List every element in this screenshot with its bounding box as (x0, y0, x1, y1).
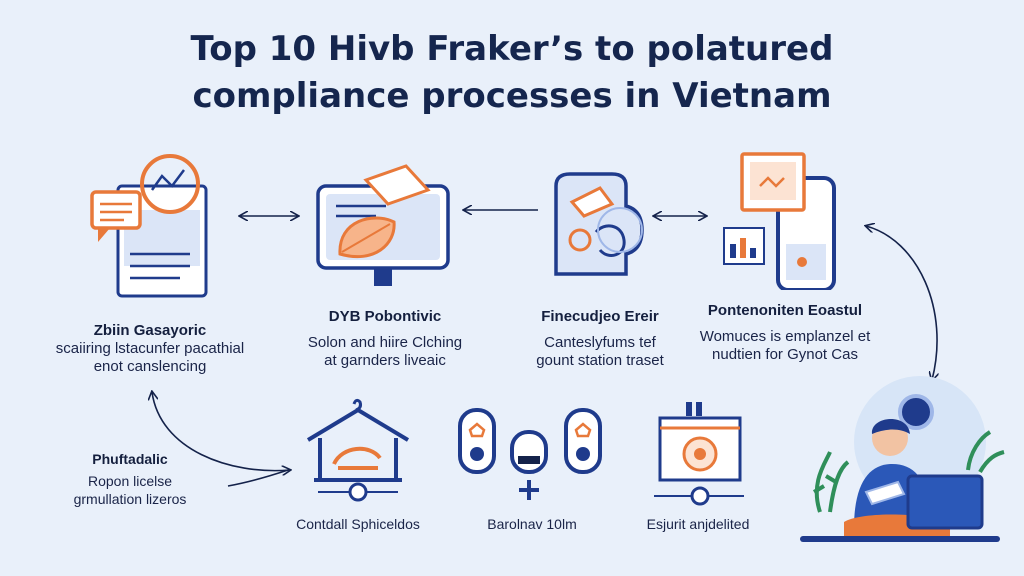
process-node-4: Pontenoniten Eoastul Womuces is emplanze… (680, 150, 890, 364)
node-4-line-1: Womuces is emplanzel et (699, 328, 871, 345)
node-3-line-1: Canteslyfums tef (544, 334, 656, 351)
arrow-right-curve (866, 226, 937, 380)
diagram-title: Top 10 Hivb Fraker’s to polatured compli… (0, 26, 1024, 120)
node-2-line-2: at garnders liveaic (324, 352, 446, 369)
left-node-heading: Phuftadalic (92, 451, 168, 467)
node-1-heading: Zbiin Gasayoric (93, 322, 207, 339)
dashboard-device-icon (723, 152, 836, 290)
node-4-heading: Pontenoniten Eoastul (707, 302, 863, 319)
title-line-1: Top 10 Hivb Fraker’s to polatured (190, 29, 834, 69)
node-1-line-1: scaiiring lstacunfer pacathial (55, 340, 245, 357)
process-node-left: Phuftadalic Ropon licelse grmullation li… (20, 450, 240, 508)
node-2-line-1: Solon and hiire Clching (307, 334, 463, 351)
bottom-label-1: Contdall Sphiceldos (296, 516, 420, 532)
house-check-icon (306, 398, 410, 502)
title-line-2: compliance processes in Vietnam (192, 76, 832, 116)
shield-document-icon (654, 402, 744, 506)
node-2-heading: DYB Pobontivic (328, 308, 442, 325)
arrow-left-short (227, 469, 289, 487)
node-3-heading: Finecudjeo Ereir (541, 308, 659, 325)
bottom-label-2: Barolnav 10lm (487, 516, 577, 532)
person-laptop-illustration (800, 376, 1005, 542)
connection-pillars-icon (458, 408, 602, 500)
node-3-line-2: gount station traset (536, 352, 664, 369)
node-1-line-2: enot canslencing (93, 358, 207, 375)
shield-scanner-icon (554, 172, 644, 276)
document-chat-icon (90, 154, 208, 298)
node-4-line-2: nudtien for Gynot Cas (712, 346, 858, 363)
process-node-2: DYB Pobontivic Solon and hiire Clching a… (270, 160, 500, 370)
process-node-1: Zbiin Gasayoric scaiiring lstacunfer pac… (40, 150, 260, 376)
process-node-3: Finecudjeo Ereir Canteslyfums tef gount … (500, 160, 700, 370)
arrow-left-curve (152, 392, 290, 471)
left-node-line-1: Ropon licelse (87, 473, 173, 489)
bottom-label-3: Esjurit anjdelited (646, 516, 750, 532)
monitor-leaf-icon (316, 164, 450, 286)
left-node-line-2: grmullation lizeros (73, 491, 187, 507)
